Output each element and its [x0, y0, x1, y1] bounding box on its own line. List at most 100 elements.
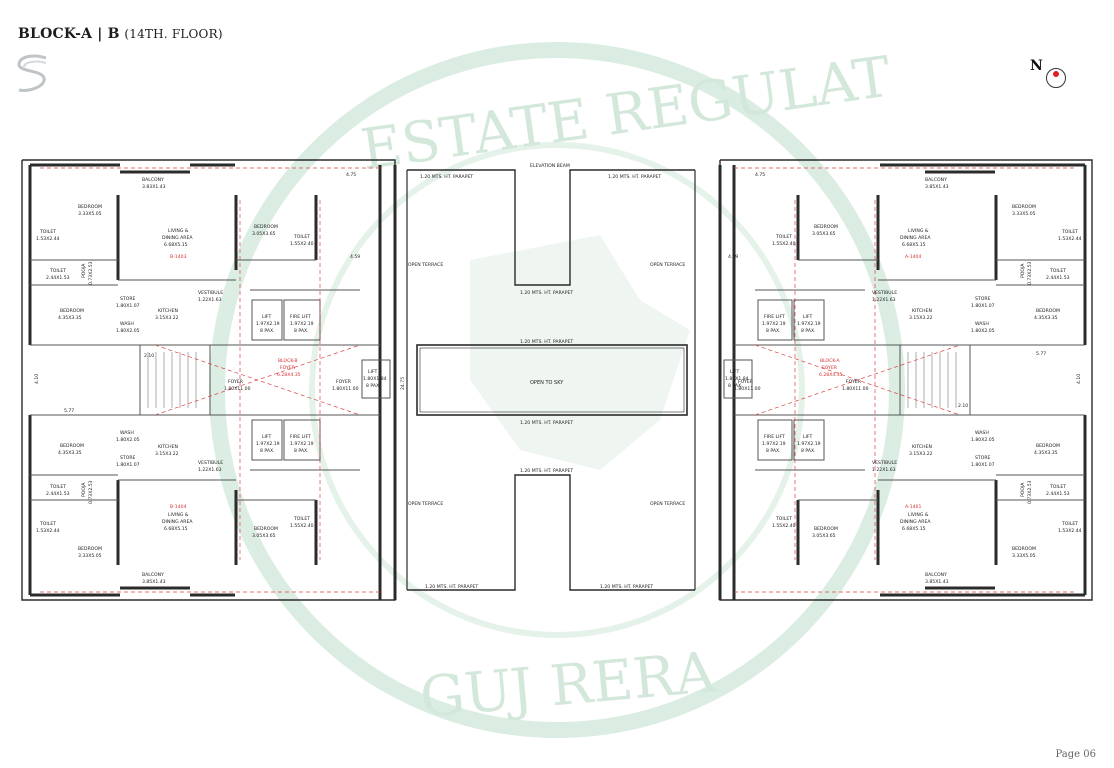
- toilet3-dim: 1.55X2.40: [290, 523, 314, 529]
- toilet1-label: TOILET: [39, 229, 56, 235]
- block-foyer-label: FOYER: [822, 365, 838, 371]
- living-dim: 6.68X5.15: [164, 526, 188, 532]
- fire-lift-bottom-pax: 8 PAX.: [766, 448, 781, 454]
- kitchen-dim: 3.15X3.22: [909, 315, 933, 321]
- unit-right-top: A-1404 BALCONY 3.85X1.43 BEDROOM 3.33X5.…: [772, 177, 1082, 334]
- toilet2-label: TOILET: [1049, 268, 1066, 274]
- vestibule-dim: 1.22X1.63: [198, 467, 222, 473]
- lift-top-label: LIFT: [803, 314, 812, 320]
- watermark-map-icon: [470, 235, 690, 470]
- wash-dim: 1.80X2.05: [971, 328, 995, 334]
- lift-center-pax: 8 PAX.: [366, 383, 381, 389]
- store-label: STORE: [120, 455, 136, 461]
- north-label: N: [1030, 58, 1043, 74]
- parapet-label-lower: 1.20 MTS. HT. PARAPET: [520, 468, 573, 474]
- parapet-label-tr: 1.20 MTS. HT. PARAPET: [608, 174, 661, 180]
- toilet3-label: TOILET: [775, 516, 792, 522]
- lift-center-label: LIFT: [730, 369, 739, 375]
- bedroom3-dim: 4.35X3.35: [1034, 450, 1058, 456]
- fire-lift-top-label: FIRE LIFT: [290, 314, 311, 320]
- height-dim-label: 24.75: [400, 377, 406, 390]
- bedroom2-label: BEDROOM: [814, 526, 838, 532]
- block-label: BLOCK-A | B: [18, 26, 120, 42]
- toilet2-label: TOILET: [49, 484, 66, 490]
- pooja-label: POOJA: [81, 482, 87, 497]
- toilet2-dim: 2.44X1.53: [1046, 491, 1070, 497]
- foyer-left-dim: 1.80X11.00: [734, 386, 761, 392]
- toilet2-label: TOILET: [49, 268, 66, 274]
- bedroom1-dim: 3.33X5.05: [78, 211, 102, 217]
- lift-top-dim: 1.97X2.19: [256, 321, 280, 327]
- bedroom1-dim: 3.33X5.05: [1012, 553, 1036, 559]
- store-dim: 1.80X1.07: [116, 303, 140, 309]
- toilet1-dim: 1.53X2.44: [36, 528, 60, 534]
- living-dim: 6.68X5.15: [902, 526, 926, 532]
- toilet2-dim: 2.44X1.53: [46, 275, 70, 281]
- toilet1-label: TOILET: [1061, 521, 1078, 527]
- open-terrace-label-tr: OPEN TERRACE: [650, 262, 685, 268]
- rera-watermark: ESTATE REGULAT GUJ RERA: [209, 42, 905, 738]
- foyer-right-label: FOYER: [336, 379, 352, 385]
- pooja-dim: 0.73X2.53: [1027, 480, 1033, 504]
- fire-lift-bottom-label: FIRE LIFT: [290, 434, 311, 440]
- unit-id-label: B-1404: [170, 504, 187, 510]
- bedroom2-label: BEDROOM: [254, 224, 278, 230]
- bedroom2-dim: 3.05X3.65: [812, 533, 836, 539]
- open-to-sky-void: [416, 344, 688, 416]
- toilet1-label: TOILET: [39, 521, 56, 527]
- toilet1-dim: 1.53X2.44: [36, 236, 60, 242]
- open-to-sky-label: OPEN TO SKY: [530, 380, 564, 386]
- pooja-dim: 0.73X2.53: [1027, 261, 1033, 285]
- bedroom1-label: BEDROOM: [78, 546, 102, 552]
- wash-dim: 1.80X2.05: [116, 328, 140, 334]
- foyer-right-label: FOYER: [846, 379, 862, 385]
- balcony-label: BALCONY: [142, 572, 164, 578]
- unit-right-bottom: A-1401 BALCONY 3.85X1.43 BEDROOM 3.33X5.…: [772, 430, 1082, 585]
- lift-bottom-label: LIFT: [803, 434, 812, 440]
- living-label-1: LIVING &: [908, 512, 929, 518]
- fire-lift-top-pax: 8 PAX.: [766, 328, 781, 334]
- page-title: BLOCK-A | B (14TH. FLOOR): [18, 26, 223, 42]
- balcony-dim: 3.83X1.43: [142, 184, 166, 190]
- compass-ring-icon: [1046, 68, 1066, 88]
- floor-label: (14TH. FLOOR): [124, 27, 223, 41]
- dim-410-right: 4.10: [1076, 374, 1082, 384]
- page-number: Page 06: [1055, 749, 1096, 760]
- pooja-label: POOJA: [81, 263, 87, 278]
- vestibule-label: VESTIBULE: [872, 460, 897, 466]
- kitchen-label: KITCHEN: [912, 308, 932, 314]
- lift-top-pax: 8 PAX.: [801, 328, 816, 334]
- fire-lift-top-pax: 8 PAX.: [294, 328, 309, 334]
- bedroom1-label: BEDROOM: [1012, 546, 1036, 552]
- fire-lift-bottom-label: FIRE LIFT: [764, 434, 785, 440]
- living-label-2: DINING AREA: [162, 519, 193, 525]
- dim-459-right: 4.59: [728, 254, 738, 260]
- dim-210-right: 2.10: [958, 403, 968, 409]
- toilet3-dim: 1.55X2.40: [290, 241, 314, 247]
- pooja-label: POOJA: [1020, 482, 1026, 497]
- watermark-ring-inner: [309, 142, 805, 638]
- pooja-dim: 0.73X2.53: [88, 480, 94, 504]
- parapet-label-br: 1.20 MTS. HT. PARAPET: [600, 584, 653, 590]
- lift-center-dim: 1.80X1.84: [725, 376, 749, 382]
- lift-top-label: LIFT: [262, 314, 271, 320]
- unit-id-label: B-1403: [170, 254, 187, 260]
- dim-459-left: 4.59: [350, 254, 360, 260]
- core-left: BLOCK-B FOYER 6.28X4.35 FOYER 1.80X11.00…: [224, 314, 387, 454]
- kitchen-label: KITCHEN: [912, 444, 932, 450]
- toilet1-dim: 1.53X2.44: [1058, 236, 1082, 242]
- heavy-walls-right: [718, 163, 1087, 600]
- dimension-labels: 2.10 2.10 4.75 4.75 4.10 4.10 5.77 5.77 …: [34, 172, 1082, 414]
- vestibule-dim: 1.22X1.63: [198, 297, 222, 303]
- vestibule-label: VESTIBULE: [198, 290, 223, 296]
- store-label: STORE: [975, 296, 991, 302]
- vestibule-label: VESTIBULE: [872, 290, 897, 296]
- open-terrace-label-tl: OPEN TERRACE: [408, 262, 443, 268]
- fire-lift-top-label: FIRE LIFT: [764, 314, 785, 320]
- balcony-dim: 3.85X1.43: [925, 579, 949, 585]
- balcony-label: BALCONY: [925, 177, 947, 183]
- living-label-1: LIVING &: [168, 512, 189, 518]
- brand-logo-icon: [17, 54, 47, 92]
- store-label: STORE: [975, 455, 991, 461]
